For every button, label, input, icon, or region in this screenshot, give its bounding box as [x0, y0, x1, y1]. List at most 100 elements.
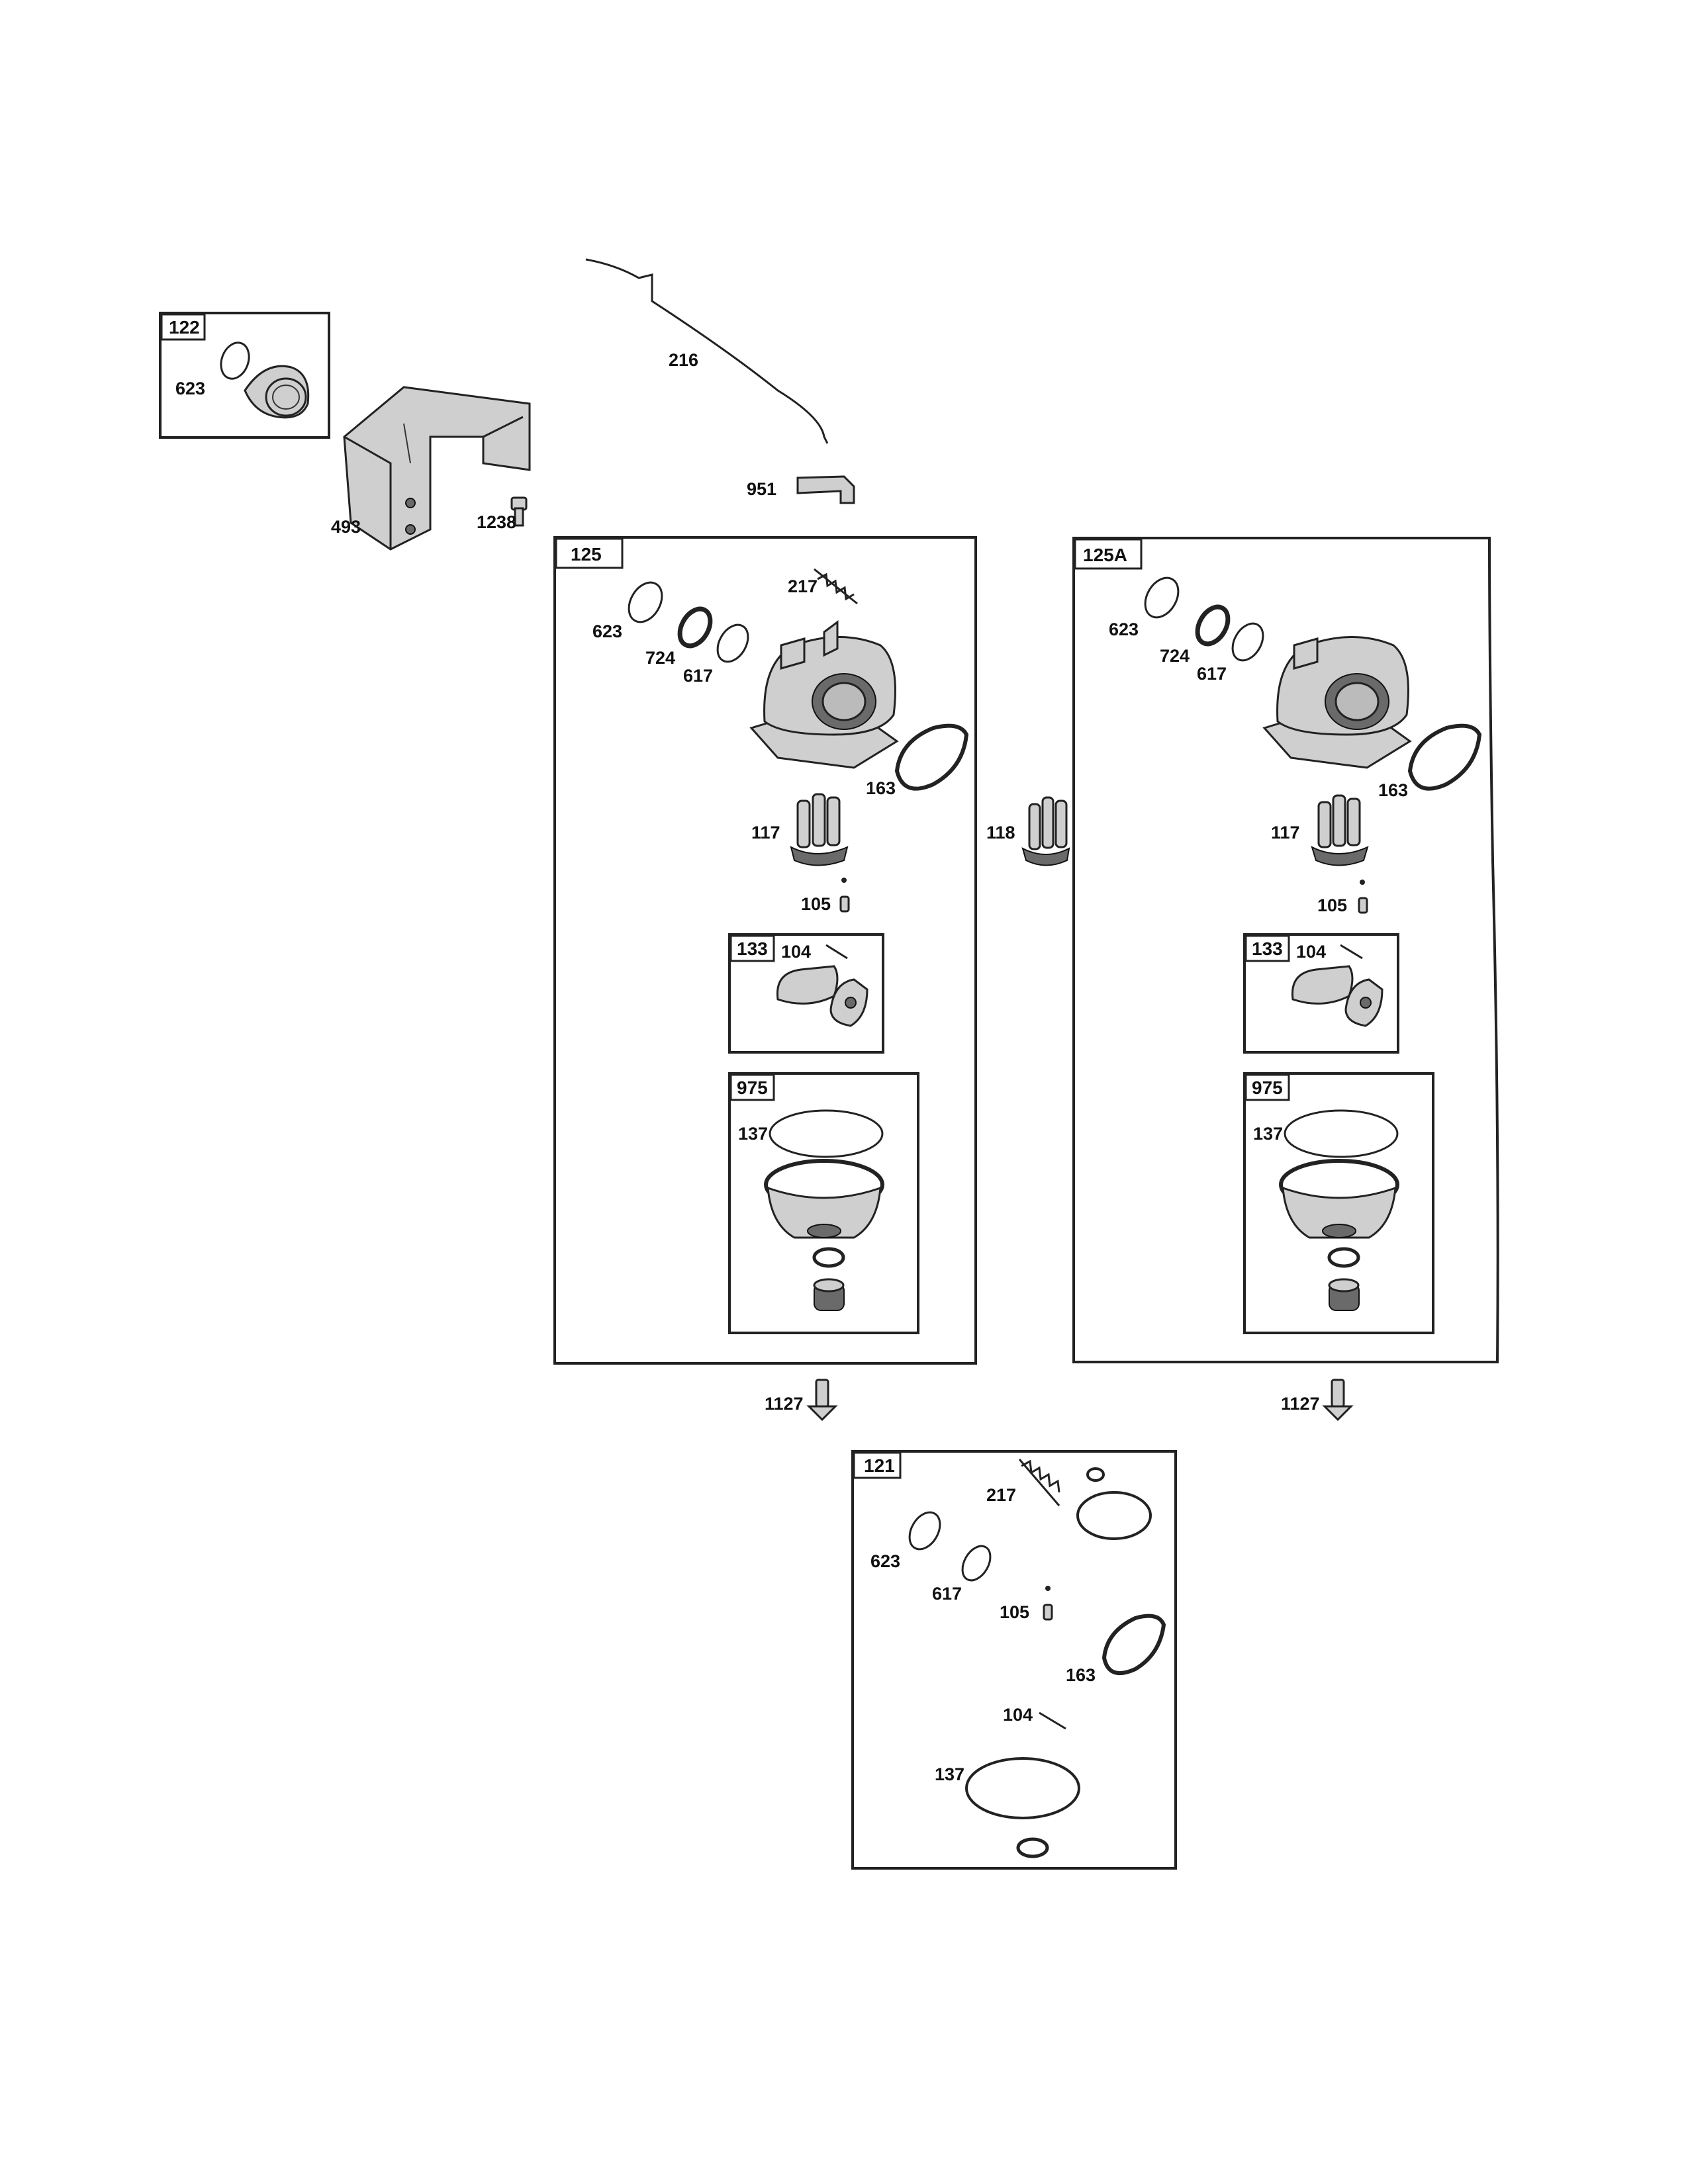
gasket-137-125	[769, 1109, 884, 1158]
bolt-1238	[510, 496, 528, 527]
label-105-125a: 105	[1317, 895, 1347, 915]
label-163-125: 163	[866, 778, 896, 798]
box-121-frame	[851, 1450, 1177, 1870]
jet-105-125a	[1358, 880, 1368, 914]
group-121: 121 217 623 617 105 163 104 137	[851, 1450, 1177, 1870]
label-493: 493	[331, 517, 361, 537]
box-125-tag	[555, 537, 624, 569]
gasket-137-121	[965, 1757, 1080, 1819]
box-122-tag	[160, 313, 206, 341]
gasket-163-125	[894, 723, 969, 791]
pin-104-121	[1039, 1711, 1066, 1730]
box-133-left-tag	[729, 934, 775, 962]
box-125-label: 125	[571, 544, 602, 565]
box-122-label: 122	[169, 317, 200, 338]
box-122-frame	[159, 312, 330, 439]
nut-975-left	[813, 1278, 845, 1311]
oring-623-122	[220, 341, 250, 380]
box-125-frame	[553, 536, 977, 1365]
label-1127-left: 1127	[765, 1394, 804, 1414]
spring-217-121	[1018, 1459, 1060, 1506]
fuel-pickup-118	[1021, 796, 1070, 866]
label-104-121: 104	[1003, 1705, 1033, 1725]
label-117-125: 117	[751, 823, 780, 842]
oring-617-125	[716, 623, 749, 663]
label-163-125a: 163	[1378, 780, 1408, 800]
box-125a-tag	[1074, 538, 1143, 570]
label-105-125: 105	[801, 894, 831, 914]
label-1238: 1238	[477, 512, 516, 532]
oring-623-125a	[1144, 576, 1180, 619]
box-133-left-label: 133	[737, 938, 768, 959]
box-975-right-frame	[1243, 1072, 1434, 1334]
bolt-1127-right	[1322, 1379, 1354, 1422]
label-623-121: 623	[870, 1551, 900, 1571]
oring-623-125	[628, 581, 663, 623]
bracket-493	[343, 386, 531, 551]
label-951: 951	[747, 479, 776, 499]
pin-104-125	[825, 944, 848, 960]
fuel-pickup-117-125a	[1311, 794, 1369, 866]
oring-724-125a	[1195, 604, 1231, 647]
box-975-right-tag	[1244, 1073, 1290, 1101]
box-133-right-label: 133	[1252, 938, 1283, 959]
carburetor-body-125a	[1262, 636, 1412, 769]
group-125a: 125A 623 724 617 163 117 105	[1072, 537, 1499, 1363]
label-617-125: 617	[683, 666, 713, 686]
box-133-right-tag	[1244, 934, 1290, 962]
box-121-label: 121	[864, 1455, 895, 1476]
carburetor-body-125	[749, 620, 899, 769]
label-617-121: 617	[932, 1584, 962, 1604]
label-104-125a: 104	[1296, 942, 1326, 962]
label-163-121: 163	[1066, 1665, 1096, 1685]
oring-724-125	[677, 606, 713, 649]
gasket-163-121	[1102, 1614, 1166, 1676]
gasket-137-125a	[1284, 1109, 1399, 1158]
spring-217-125	[814, 568, 858, 605]
label-137-125: 137	[738, 1124, 768, 1144]
label-104-125: 104	[781, 942, 811, 962]
float-133-left	[776, 965, 868, 1027]
box-975-right-label: 975	[1252, 1077, 1283, 1098]
label-217-125: 217	[788, 576, 818, 596]
oring-617-125a	[1231, 622, 1264, 662]
label-724-125: 724	[645, 648, 675, 668]
label-623-125a: 623	[1109, 619, 1139, 639]
box-975-left-frame	[728, 1072, 919, 1334]
box-125a-label: 125A	[1083, 545, 1127, 565]
box-133-right-frame	[1243, 933, 1399, 1054]
label-216: 216	[669, 350, 698, 370]
jet-105-121	[1043, 1586, 1053, 1621]
gasket-163-125a	[1407, 723, 1482, 791]
box-975-left-label: 975	[737, 1077, 768, 1098]
label-617-125a: 617	[1197, 664, 1227, 684]
elbow-fitting-122	[244, 365, 310, 419]
bolt-1127-left	[806, 1379, 838, 1422]
label-217-121: 217	[986, 1485, 1016, 1505]
float-bowl-975-left	[764, 1159, 884, 1239]
group-122: 122 623	[159, 312, 330, 439]
label-137-125a: 137	[1253, 1124, 1283, 1144]
box-125a-frame	[1072, 537, 1499, 1363]
washer-bottom-121	[1016, 1837, 1049, 1858]
pin-104-125a	[1340, 944, 1363, 960]
float-bowl-975-right	[1279, 1159, 1399, 1239]
label-623-122: 623	[175, 379, 205, 398]
label-724-125a: 724	[1160, 646, 1190, 666]
washer-975-right	[1327, 1247, 1360, 1268]
rod-216	[585, 258, 829, 444]
label-137-121: 137	[935, 1764, 964, 1784]
label-1127-right: 1127	[1281, 1394, 1320, 1414]
washer-top-121	[1086, 1467, 1105, 1482]
float-133-right	[1291, 965, 1383, 1027]
gasket-oval-121	[1076, 1491, 1152, 1540]
washer-975-left	[812, 1247, 845, 1268]
jet-105-125	[839, 878, 850, 913]
label-105-121: 105	[1000, 1602, 1029, 1622]
fuel-pickup-117-125	[790, 793, 849, 866]
nut-975-right	[1328, 1278, 1360, 1311]
group-125: 125 217 623 724 617 163	[553, 536, 977, 1365]
box-975-left-tag	[729, 1073, 775, 1101]
label-117-125a: 117	[1271, 823, 1300, 842]
